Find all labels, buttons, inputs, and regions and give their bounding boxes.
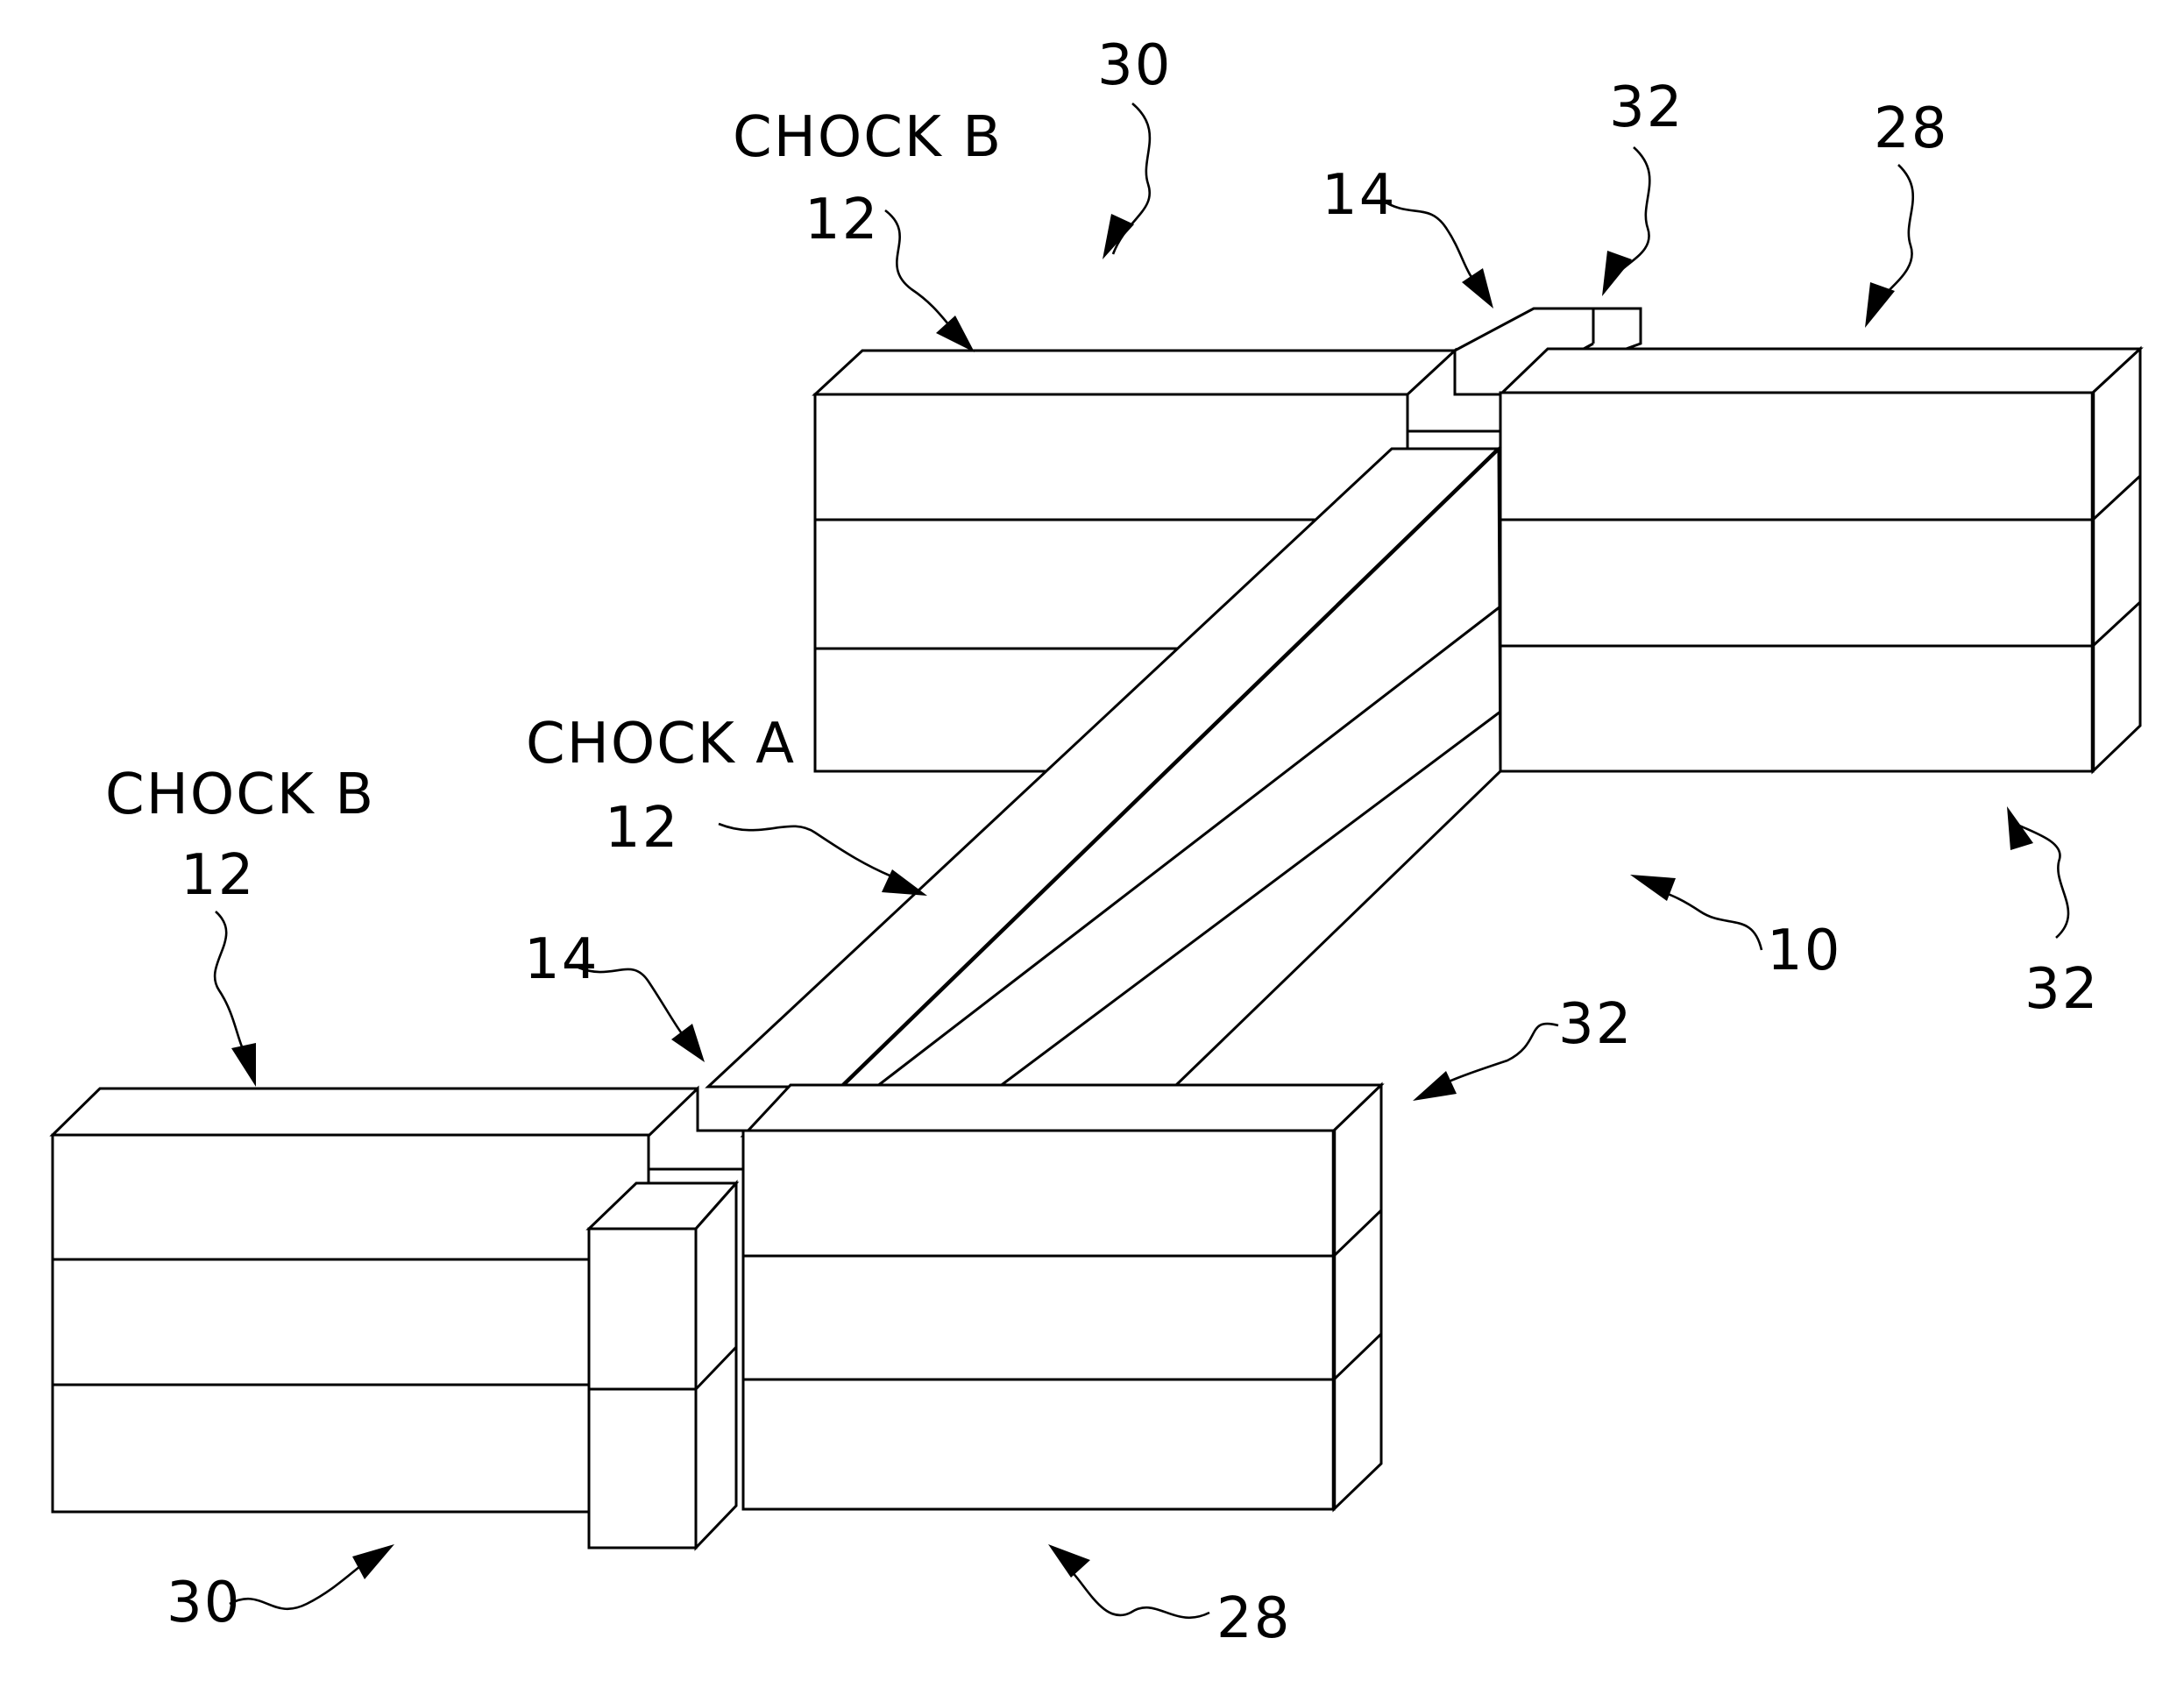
upper-right-block-top: [1500, 349, 2140, 394]
leader-chock-a: [719, 824, 903, 881]
label-32-mid: 32: [1558, 992, 1633, 1057]
label-32-top: 32: [1609, 75, 1684, 140]
arrowhead-10: [1630, 875, 1676, 901]
arrowhead-32-right: [2007, 806, 2033, 850]
arrowhead-chock-b-top: [936, 316, 975, 352]
rail-end-block-side: [696, 1183, 736, 1548]
label-chock-b-left-num: 12: [181, 843, 255, 908]
lower-right-block-front: [743, 1131, 1334, 1509]
upper-left-block-top: [815, 351, 1455, 394]
arrowhead-28-bottom: [1048, 1544, 1090, 1578]
label-14-top: 14: [1322, 163, 1396, 228]
label-chock-a: CHOCK A: [526, 712, 796, 777]
lower-right-block-side: [1334, 1085, 1381, 1509]
label-30-top: 30: [1097, 33, 1172, 98]
leader-chock-b-left: [215, 911, 249, 1060]
arrowhead-14-left: [671, 1024, 705, 1062]
arrowhead-30-bottom: [352, 1544, 394, 1579]
lower-left-block-front: [53, 1135, 649, 1512]
label-chock-b-left: CHOCK B: [105, 762, 375, 827]
label-28-top: 28: [1874, 96, 1948, 161]
leader-30-bottom: [230, 1560, 368, 1609]
leader-28-bottom: [1069, 1569, 1209, 1618]
upper-right-block-front: [1500, 393, 2093, 771]
lower-right-block-top: [743, 1085, 1381, 1136]
lower-chock-b-assembly: [53, 1085, 1381, 1548]
leader-28-top: [1876, 165, 1913, 307]
arrowhead-14-top: [1462, 268, 1493, 309]
label-10: 10: [1767, 918, 1841, 983]
arrowhead-chock-a: [882, 869, 927, 896]
leader-32-mid: [1437, 1024, 1558, 1087]
arrowhead-30-top: [1103, 214, 1134, 259]
label-28-bottom: 28: [1216, 1586, 1291, 1651]
label-14-left: 14: [524, 927, 599, 992]
upper-right-block-side: [2093, 349, 2140, 771]
arrowhead-32-top: [1602, 251, 1632, 296]
lower-left-block-top: [53, 1089, 698, 1136]
arrowhead-chock-b-left: [231, 1043, 256, 1087]
label-chock-b-top: CHOCK B: [733, 105, 1003, 170]
arrowhead-32-mid: [1413, 1071, 1457, 1101]
label-chock-b-top-num: 12: [805, 188, 879, 252]
label-32-right: 32: [2024, 957, 2099, 1022]
label-chock-a-num: 12: [605, 796, 679, 861]
